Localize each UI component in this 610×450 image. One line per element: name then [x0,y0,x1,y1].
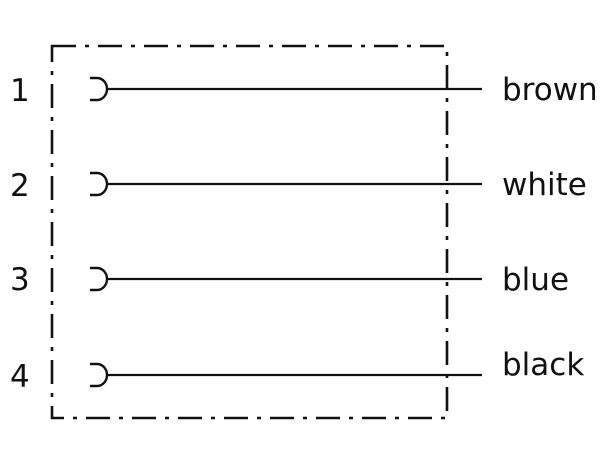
wire-label-4: black [502,347,584,383]
pin-row-2: 2 white [10,167,587,204]
connector-housing-outline [50,44,449,420]
pin-row-3: 3 blue [10,262,569,298]
pin-number-1: 1 [10,73,30,109]
pin-number-2: 2 [10,168,30,204]
pin-row-4: 4 black [10,347,584,395]
wire-label-2: white [502,167,587,203]
socket-contact-icon [90,362,109,388]
socket-contact-icon [90,76,109,102]
wire-label-3: blue [502,262,569,298]
wire-label-1: brown [502,72,598,108]
pin-number-3: 3 [10,262,30,298]
pin-number-4: 4 [10,359,30,395]
pin-row-1: 1 brown [10,72,598,109]
socket-contact-icon [90,171,109,197]
socket-contact-icon [90,266,109,292]
